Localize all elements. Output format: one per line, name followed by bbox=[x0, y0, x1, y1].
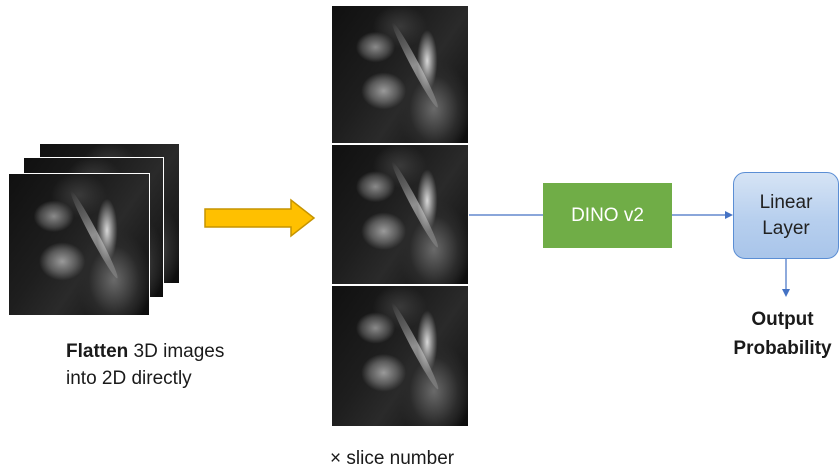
flatten-caption-line2: into 2D directly bbox=[66, 368, 192, 389]
flatten-arrow bbox=[204, 198, 316, 238]
flatten-caption-bold: Flatten bbox=[66, 341, 129, 362]
flatten-caption: Flatten 3D images into 2D directly bbox=[66, 338, 326, 392]
input-slice-front bbox=[8, 173, 150, 316]
output-probability-label: Output Probability bbox=[726, 305, 839, 363]
slice-number-label: × slice number bbox=[330, 448, 455, 469]
flatten-caption-rest: 3D images bbox=[128, 341, 225, 362]
dino-v2-box: DINO v2 bbox=[543, 183, 672, 248]
flattened-slice-3 bbox=[331, 285, 469, 427]
flattened-slice-2 bbox=[331, 144, 469, 285]
connector-slices-to-dino bbox=[469, 214, 544, 216]
output-line1: Output bbox=[751, 309, 814, 330]
linear-layer-line2: Layer bbox=[762, 217, 810, 239]
arrow-dino-to-linear bbox=[672, 211, 733, 219]
output-line2: Probability bbox=[733, 338, 832, 359]
linear-layer-line1: Linear bbox=[759, 191, 813, 213]
flattened-slice-1 bbox=[331, 5, 469, 144]
linear-layer-box: Linear Layer bbox=[733, 172, 839, 259]
arrow-linear-to-output bbox=[782, 259, 790, 297]
dino-v2-label: DINO v2 bbox=[571, 204, 644, 226]
